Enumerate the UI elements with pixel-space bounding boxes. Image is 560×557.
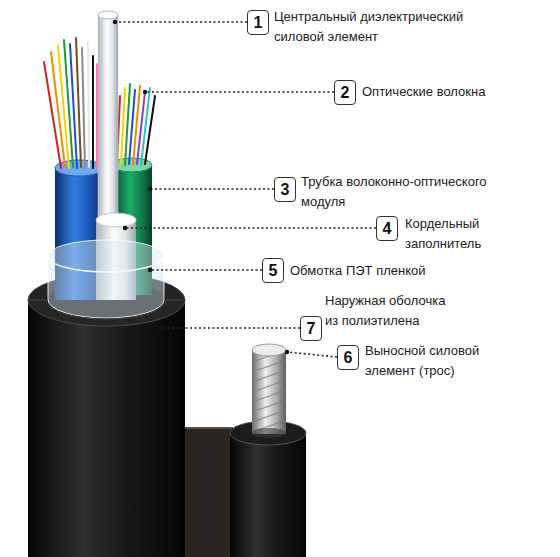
web-edge — [185, 427, 233, 429]
callout-number: 2 — [334, 80, 356, 105]
part-label: Оптические волокна — [362, 82, 552, 102]
messenger-sheath — [230, 433, 306, 557]
cord-filler-top — [96, 213, 136, 227]
callout-number: 7 — [300, 316, 322, 341]
central-member-top — [98, 11, 118, 19]
blue-tube-top — [55, 160, 103, 176]
callout-number: 1 — [247, 10, 269, 35]
outer-sheath — [28, 300, 185, 557]
steel-wire — [252, 350, 286, 434]
part-label: Обмотка ПЭТ пленкой — [290, 261, 510, 281]
part-label: Наружная оболочка из полиэтилена — [325, 291, 447, 331]
callout-number: 3 — [274, 177, 296, 202]
sheath-rim — [28, 300, 185, 326]
wire-exit — [252, 428, 286, 438]
leader-dots — [113, 20, 289, 354]
sheath-web — [185, 428, 233, 557]
wire-strands — [252, 350, 286, 434]
part-label: Кордельный заполнитель — [405, 214, 505, 254]
wire-end — [252, 344, 286, 356]
callout-number: 4 — [376, 216, 398, 241]
callout-number: 6 — [337, 345, 359, 370]
part-label: Центральный диэлектрический силовой элем… — [274, 7, 479, 47]
part-label: Выносной силовой элемент (трос) — [365, 341, 490, 381]
part-label: Трубка волоконно-оптического модуля — [301, 172, 506, 212]
pet-wrap — [48, 240, 164, 318]
callout-number: 5 — [262, 258, 284, 283]
pet-wrap-edge — [48, 256, 164, 272]
